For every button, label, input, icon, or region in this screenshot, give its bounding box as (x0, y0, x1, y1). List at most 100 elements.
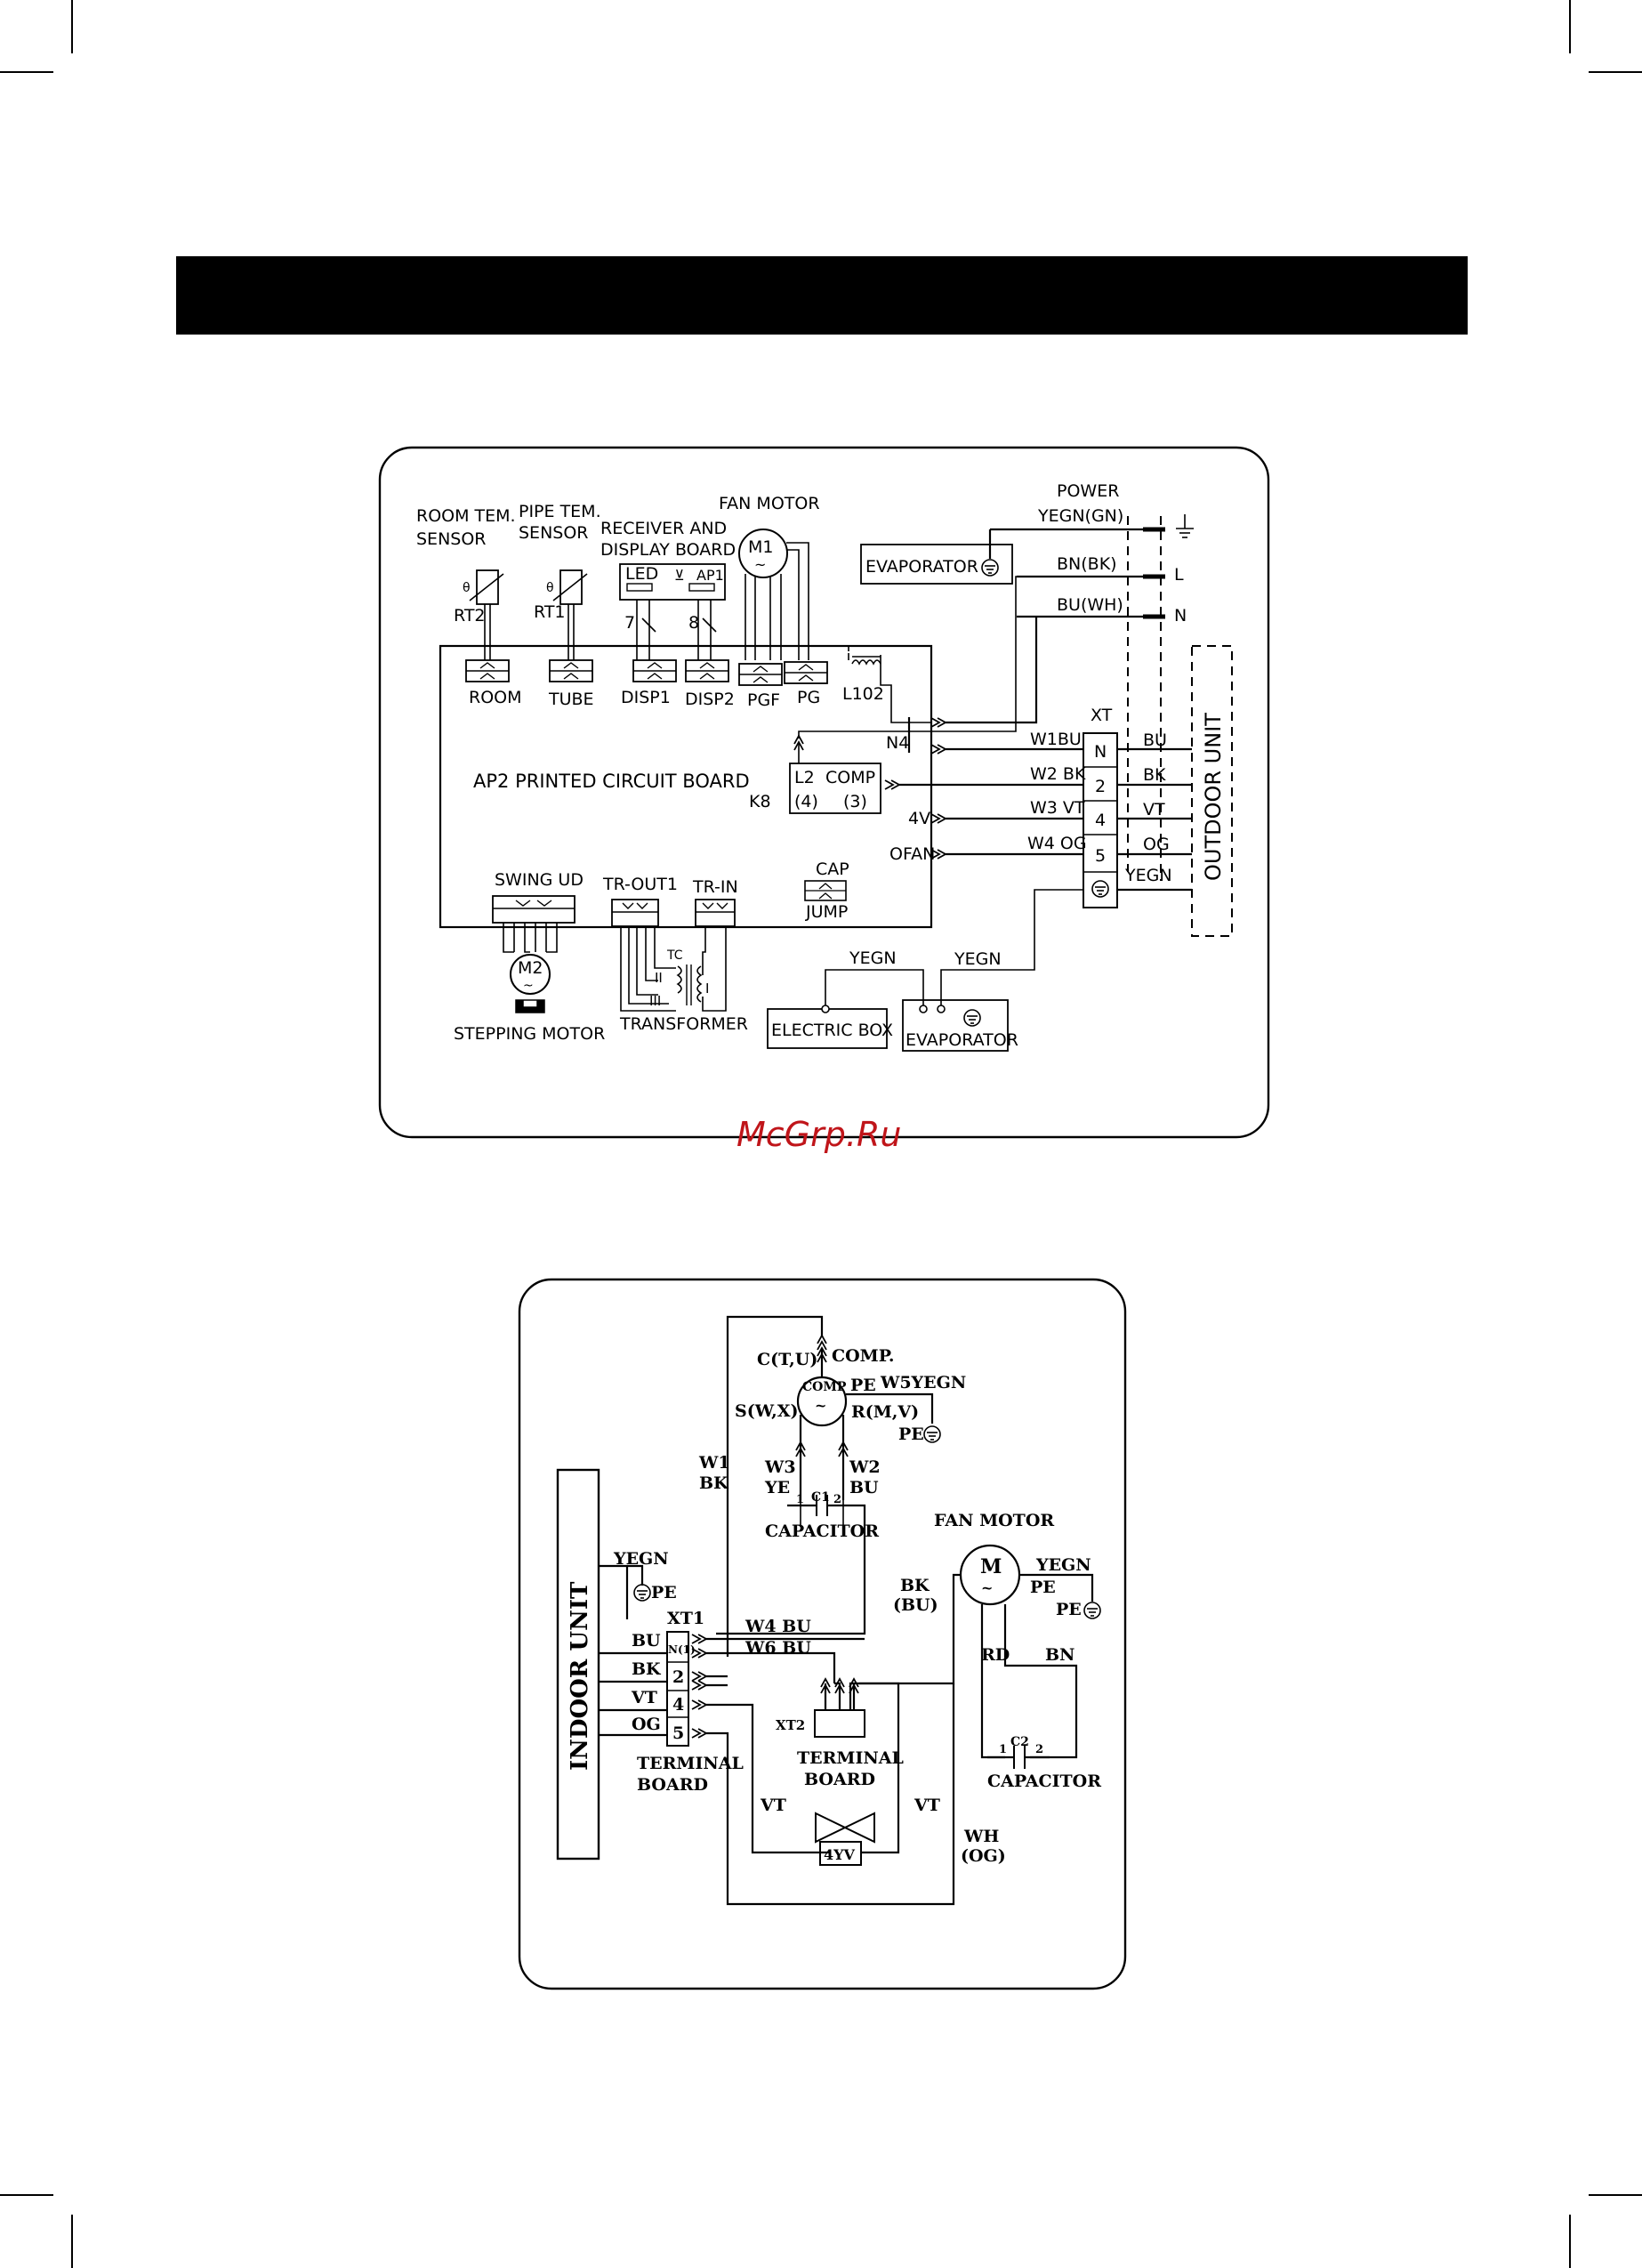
tr-out1-label: TR-OUT1 (602, 875, 678, 894)
bu-label: BU (1143, 730, 1167, 750)
4yv-label: 4YV (824, 1846, 856, 1863)
bk-fan-label: BK (900, 1576, 930, 1595)
pe-indoor-label: PE (651, 1583, 677, 1602)
power-label: POWER (1057, 481, 1119, 501)
pcb-label: AP2 PRINTED CIRCUIT BOARD (473, 771, 750, 792)
board-label: BOARD (637, 1775, 708, 1795)
w1-label: W1 (698, 1453, 730, 1473)
led-icon (626, 583, 653, 592)
electric-box-label: ELECTRIC BOX (771, 1021, 893, 1040)
xt-label: XT (1091, 706, 1113, 725)
yegn-gn-label: YEGN(GN) (1037, 506, 1123, 526)
pin-7-label: 7 (624, 613, 635, 633)
fan-motor-label: FAN MOTOR (719, 494, 820, 513)
terminal2-label: TERMINAL (797, 1748, 904, 1768)
bk-w1-label: BK (699, 1473, 729, 1493)
w3vt-label: W3 VT (1030, 798, 1085, 818)
xt2-terminal-block (814, 1709, 865, 1738)
svg-text:θ: θ (463, 581, 471, 595)
earth-terminal-icon (1176, 514, 1194, 538)
crop-mark (0, 71, 53, 73)
pe-fan-label: PE (1030, 1578, 1056, 1597)
ap1-label: AP1 (696, 567, 724, 584)
svg-text:θ: θ (546, 581, 554, 595)
evaporator-ground-icon (963, 1009, 981, 1027)
crop-mark (71, 0, 73, 53)
evaporator-label: EVAPORATOR (865, 557, 978, 577)
comp-relay-label: COMP (825, 768, 875, 787)
og-indoor-label: OG (632, 1715, 661, 1734)
bu-w2-label: BU (849, 1478, 879, 1497)
yegn-label: YEGN (1124, 866, 1172, 885)
cap-label: CAP (816, 860, 849, 879)
yegn-eb-label: YEGN (849, 948, 897, 968)
ofan-label: OFAN (889, 844, 935, 864)
bu-wh-label: BU(WH) (1057, 595, 1123, 615)
disp2-label: DISP2 (685, 690, 735, 709)
section-header-bar (176, 256, 1468, 335)
outdoor-frame (518, 1278, 1127, 1990)
w5yegn-label: W5YEGN (880, 1373, 966, 1392)
pin-8-label: 8 (688, 613, 699, 633)
svg-text:~: ~ (523, 979, 534, 993)
w4bu-label: W4 BU (745, 1617, 811, 1636)
k8-label: K8 (749, 792, 771, 811)
indoor-ground-icon (633, 1584, 651, 1602)
evaporator-box-2 (902, 999, 1009, 1052)
k8-relay-box (789, 763, 881, 814)
jump-label: JUMP (805, 902, 848, 922)
rmv-label: R(M,V) (851, 1402, 919, 1422)
xt-4-label: 4 (1095, 811, 1106, 830)
tr-in-connector (695, 899, 736, 927)
pcb-board (439, 644, 933, 929)
room-sensor-label: SENSOR (416, 529, 487, 549)
swing-connector (492, 895, 576, 924)
pe-gnd-label: PE (898, 1425, 924, 1444)
crop-mark (0, 2194, 53, 2196)
xt-terminal-block (1083, 732, 1118, 908)
receiver-label: RECEIVER AND (600, 519, 727, 538)
wh-label: WH (963, 1827, 999, 1846)
c1-pin1-label: 1 (796, 1493, 804, 1506)
c1-pin2-label: 2 (833, 1493, 841, 1506)
bn-bk-label: BN(BK) (1057, 554, 1117, 574)
disp1-connector (632, 659, 677, 682)
fan-motor-label: FAN MOTOR (934, 1511, 1054, 1530)
w3-label: W3 (764, 1457, 796, 1477)
pgf-label: PGF (747, 690, 780, 710)
pipe-temp-sensor-rt1: θ (546, 569, 588, 660)
indoor-wiring-diagram: AP2 PRINTED CIRCUIT BOARD ROOM TEM. SENS… (378, 446, 1270, 1139)
evaporator-box (860, 544, 1013, 585)
yegn-indoor-label: YEGN (613, 1549, 669, 1569)
xt-n-label: N (1094, 742, 1107, 762)
pg-connector (784, 661, 828, 684)
stepping-motor-label: STEPPING MOTOR (454, 1024, 605, 1044)
w2-label: W2 (849, 1457, 881, 1477)
l102-inductor-icon (851, 659, 881, 666)
relay-pin-3-label: (3) (843, 792, 867, 811)
vt-label: VT (1143, 800, 1165, 819)
tube-connector (549, 659, 593, 682)
watermark: McGrp.Ru (736, 1115, 901, 1154)
transformer-coil-icon (676, 965, 682, 994)
tr-out1-connector (611, 899, 659, 927)
xt1-label: XT1 (667, 1609, 704, 1628)
outdoor-unit-box (1191, 645, 1233, 937)
pe-comp-label: PE (850, 1376, 876, 1395)
svg-text:~: ~ (981, 1579, 993, 1596)
crop-mark (1589, 2194, 1642, 2196)
receiver-icon (688, 583, 715, 592)
bu-indoor-label: BU (632, 1631, 661, 1651)
pipe-sensor-label: SENSOR (519, 523, 589, 543)
pe-fan-gnd-label: PE (1056, 1600, 1082, 1619)
c1-label: C1 (811, 1490, 830, 1505)
relay-pin-4-label: (4) (794, 792, 818, 811)
l2-label: L2 (794, 768, 815, 787)
rt1-label: RT1 (534, 602, 566, 622)
tc-label: TC (666, 948, 683, 963)
crop-mark (1589, 71, 1642, 73)
ground-icon (981, 559, 999, 577)
4v-label: 4V (908, 809, 930, 828)
disp1-label: DISP1 (621, 688, 671, 707)
